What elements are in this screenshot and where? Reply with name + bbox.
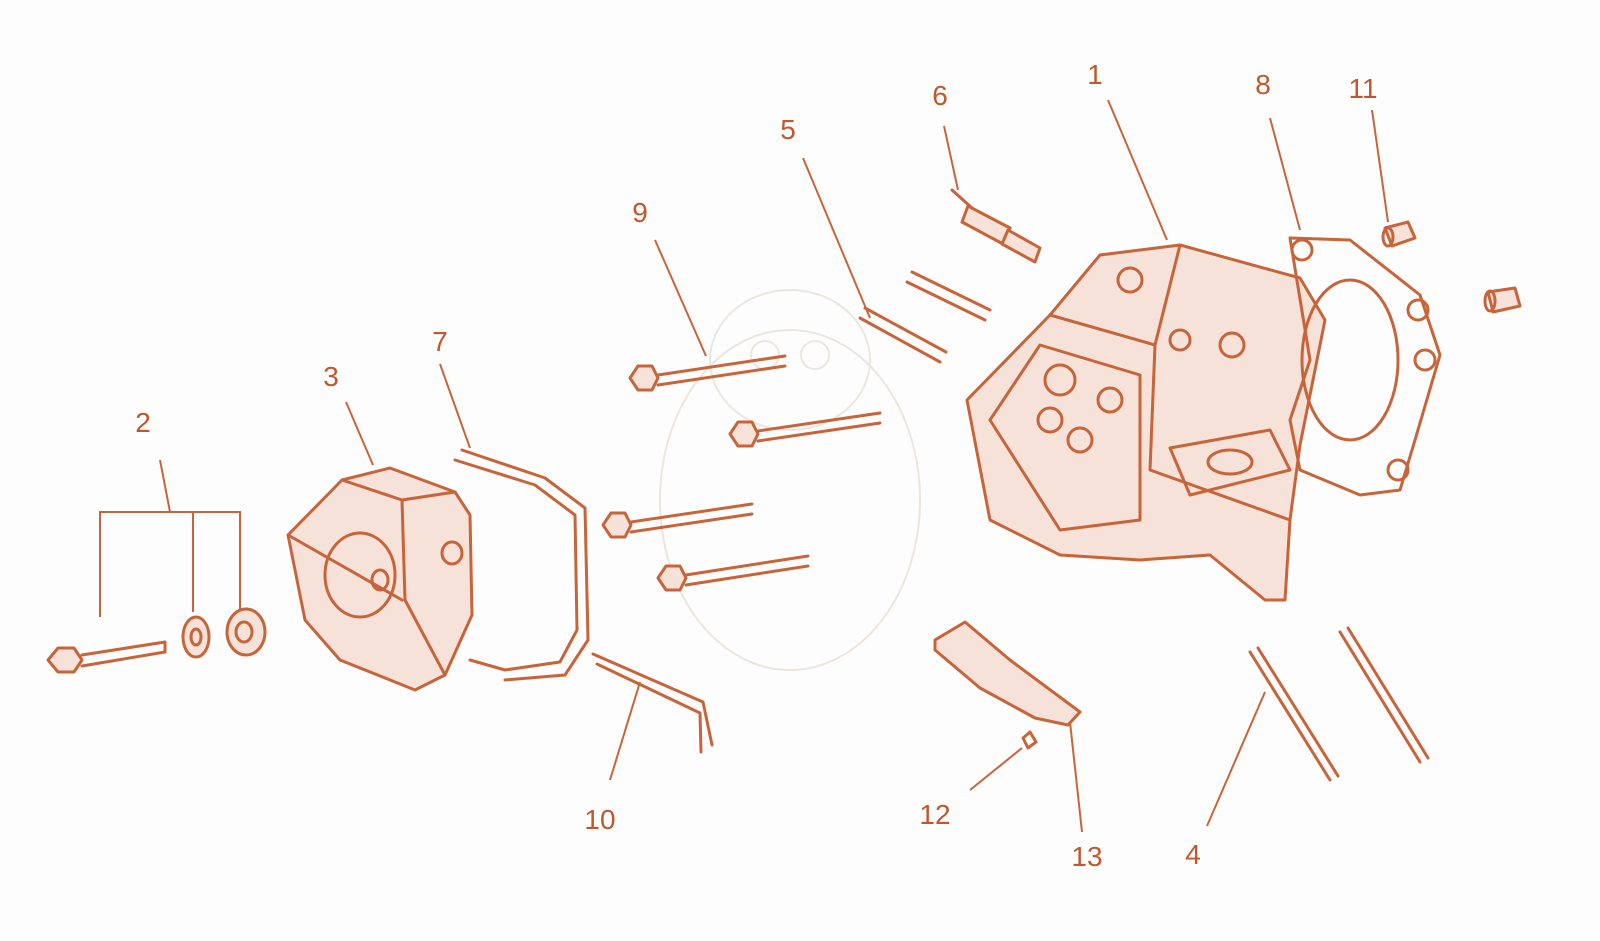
callout-11: 11 [1348,73,1378,104]
callout-7: 7 [432,326,448,357]
part-2-bolt-washers [46,459,267,674]
part-8-head-gasket [1269,117,1442,497]
part-4-studs [1206,626,1430,827]
part-6-spark-plug [943,125,1042,264]
callout-3: 3 [323,361,339,392]
callout-12: 12 [919,799,951,830]
part-11-dowel-pins [1371,109,1522,314]
part-7-gasket [439,363,590,682]
part-1-cylinder-head [965,99,1327,602]
part-5-studs [802,157,992,364]
callout-4: 4 [1185,839,1201,870]
callout-10: 10 [584,804,616,835]
callout-13: 13 [1071,841,1103,872]
callout-9: 9 [632,197,648,228]
callout-5: 5 [780,114,796,145]
watermark-figure [659,289,921,671]
callout-1: 1 [1087,59,1103,90]
callout-6: 6 [932,80,948,111]
part-12-small-screw [969,730,1038,791]
part-13-bracket-plate [933,620,1083,833]
part-10-bent-pipe [591,652,714,781]
callout-8: 8 [1255,69,1271,100]
callout-2: 2 [135,407,151,438]
part-9-long-bolts [601,239,882,592]
part-3-head-cover [286,401,474,692]
